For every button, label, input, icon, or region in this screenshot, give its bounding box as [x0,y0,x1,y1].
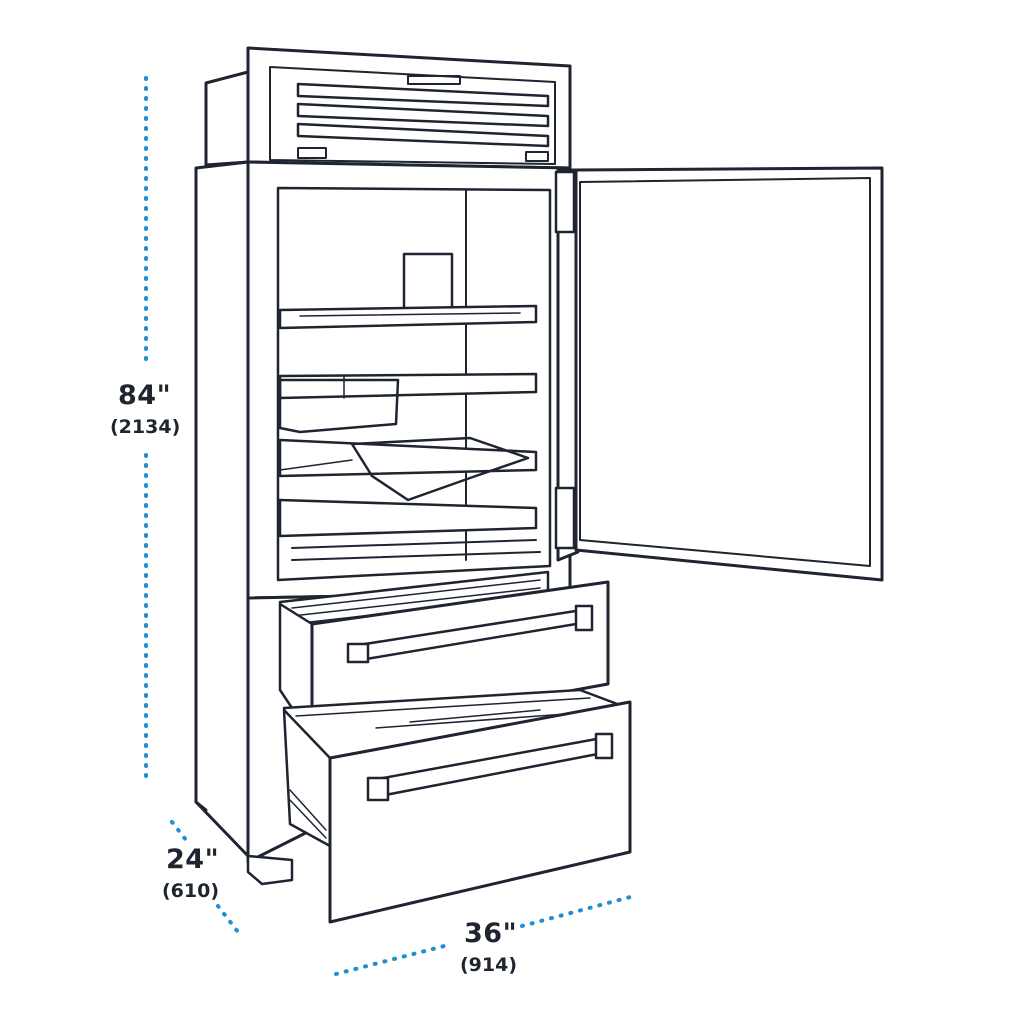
depth-dimension-metric: (610) [162,880,220,902]
grille-housing-side [204,70,250,167]
shelf-1 [278,304,538,330]
width-guide-right [520,894,636,928]
side-base [194,800,208,812]
shelf-4 [278,498,538,538]
grille-latch-left [297,147,327,159]
lower-drawer-handle-mount-left [366,776,390,802]
lower-drawer-handle-mount-right [594,732,614,760]
upper-drawer-handle-mount-left [346,642,370,664]
door-edge [556,168,580,562]
shelf-3-bin [350,436,530,502]
open-door [554,166,884,582]
shelf-2-bin [278,378,400,434]
width-guide-left [334,942,454,976]
grille-logo-plate [407,75,461,85]
height-dimension-label: 84" [118,380,172,411]
depth-guide-lower [216,904,240,934]
door-hinge-bottom [554,486,576,550]
door-inner-panel [579,177,871,567]
interior-shelves [278,252,541,561]
dimension-guides [144,76,636,976]
width-dimension-metric: (914) [460,954,518,976]
door-panel [574,166,884,582]
door-hinge-top [554,170,576,234]
grille-vents [296,82,550,148]
lower-drawer [282,688,632,924]
fridge-compartment-opening [276,186,552,582]
cabinet-side-panel [194,160,250,858]
grille-latch-right [525,151,549,162]
upper-drawer-handle-mount-right [574,604,594,632]
depth-guide-upper [170,820,188,842]
width-dimension-label: 36" [464,918,518,949]
height-dimension-metric: (2134) [110,416,181,438]
upper-drawer [278,570,610,740]
cabinet-foot [246,854,294,886]
grille-housing-front [246,46,572,170]
depth-dimension-label: 24" [166,844,220,875]
shelf-3 [278,438,538,478]
